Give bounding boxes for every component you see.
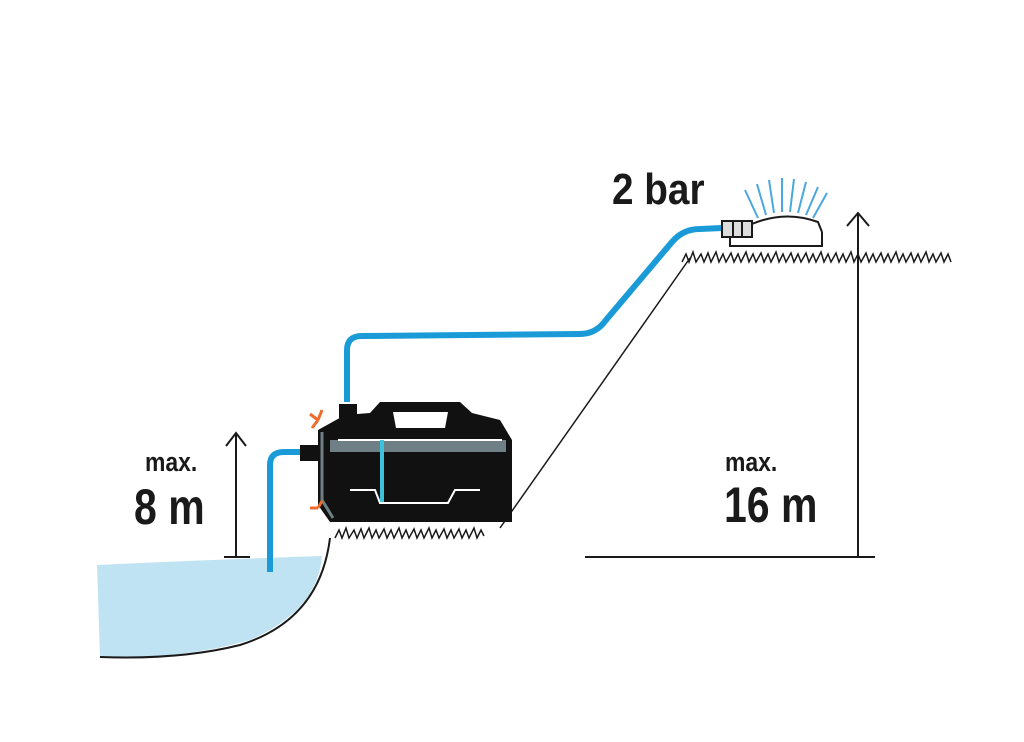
pump-icon <box>300 402 512 522</box>
delivery-height-arrow <box>585 211 875 558</box>
pressure-label: 2 bar <box>612 164 705 214</box>
sprinkler-icon <box>721 178 828 247</box>
bank-line <box>99 537 331 659</box>
delivery-max-label: max. <box>725 447 777 477</box>
delivery-height-label: 16 m <box>724 477 817 533</box>
slope-line <box>499 257 691 529</box>
delivery-hose <box>344 225 723 402</box>
suction-max-label: max. <box>145 447 197 477</box>
grass-top <box>681 249 952 265</box>
water-source <box>97 556 322 658</box>
suction-height-label: 8 m <box>134 479 205 535</box>
suction-height-arrow <box>224 431 250 558</box>
grass-bottom <box>334 525 485 541</box>
suction-hose <box>267 449 302 572</box>
